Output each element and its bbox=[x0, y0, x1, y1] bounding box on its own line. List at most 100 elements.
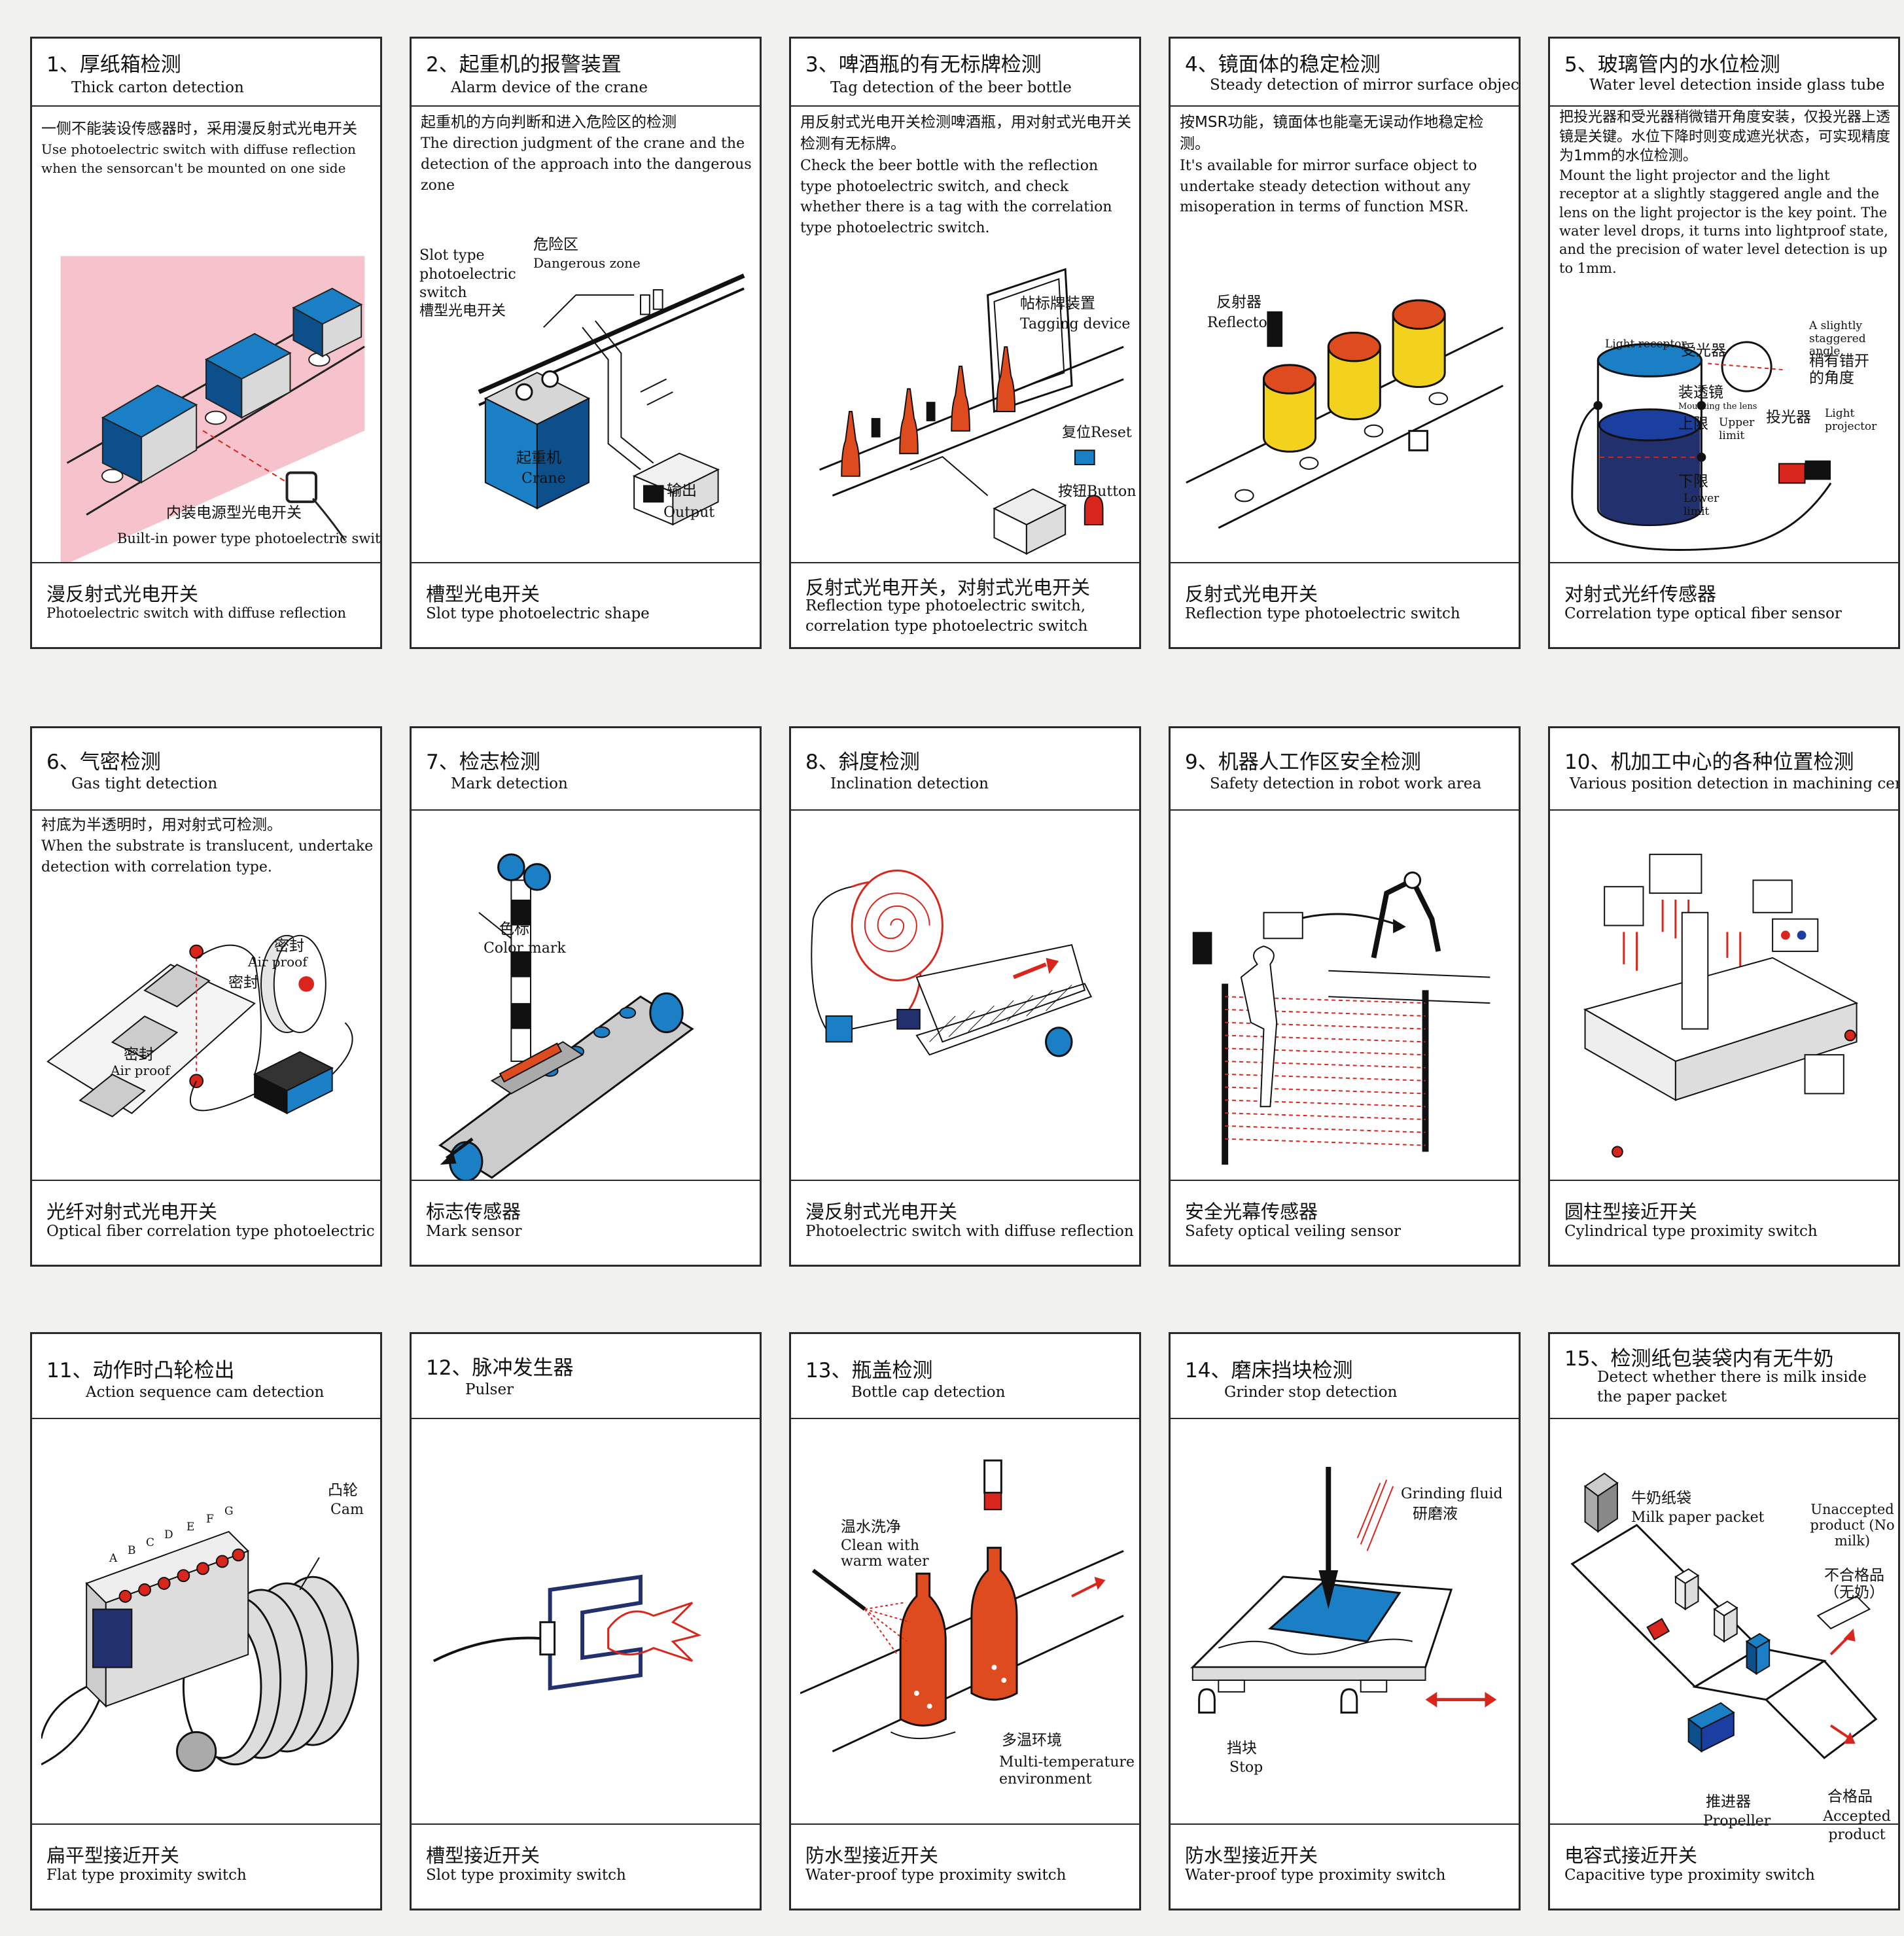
crane-label-en: Crane bbox=[521, 470, 566, 487]
stop-label-en: Stop bbox=[1229, 1759, 1263, 1776]
lens-label-en: Mounting the lens bbox=[1678, 402, 1757, 412]
airproof-label-cn-3: 密封 bbox=[124, 1046, 154, 1063]
airproof-label-cn-2: 密封 bbox=[228, 974, 258, 991]
panel-thick-carton: 1、厚纸箱检测 Thick carton detection 一侧不能装设传感器时… bbox=[30, 37, 382, 649]
accepted-label-en: Accepted product bbox=[1823, 1808, 1891, 1843]
panel-title-en: Bottle cap detection bbox=[851, 1384, 1006, 1401]
cam-letter: C bbox=[146, 1536, 155, 1549]
crane-illustration bbox=[421, 228, 750, 569]
panel-title-en: Water level detection inside glass tube bbox=[1589, 77, 1885, 94]
panel-title-en: Gas tight detection bbox=[71, 775, 218, 792]
panel-title-en: Various position detection in machining … bbox=[1570, 775, 1900, 792]
cam-letter: D bbox=[164, 1528, 173, 1541]
propeller-label-en: Propeller bbox=[1703, 1813, 1771, 1829]
panel-title-cn: 13、瓶盖检测 bbox=[805, 1359, 933, 1382]
danger-zone-label-cn: 危险区 bbox=[533, 236, 578, 253]
panel-title-en: Mark detection bbox=[451, 775, 568, 792]
panel-desc: 衬底为半透明时，用对射式可检测。When the substrate is tr… bbox=[41, 817, 374, 876]
milk-illustration bbox=[1559, 1445, 1889, 1825]
unaccepted-label-cn: 不合格品（无奶） bbox=[1824, 1567, 1884, 1602]
milk-packet-label-cn: 牛奶纸袋 bbox=[1631, 1490, 1691, 1507]
builtin-switch-label-cn: 内装电源型光电开关 bbox=[166, 504, 302, 521]
lens-label-cn: 装透镜 bbox=[1678, 384, 1723, 401]
carton-illustration bbox=[41, 215, 371, 562]
bottle-cap-illustration bbox=[800, 1445, 1130, 1825]
cam-illustration bbox=[41, 1465, 371, 1818]
accepted-label-cn: 合格品 bbox=[1827, 1788, 1873, 1805]
panel-title-en: Action sequence cam detection bbox=[86, 1384, 325, 1401]
pulser-illustration bbox=[421, 1504, 750, 1779]
projector-label-en: Light projector bbox=[1825, 407, 1877, 433]
airproof-label-en-1: Air proof bbox=[248, 954, 308, 970]
inclination-illustration bbox=[800, 846, 1130, 1173]
reflector-label-cn: 反射器 bbox=[1216, 294, 1261, 311]
lower-limit-label-en: Lower limit bbox=[1684, 492, 1719, 518]
panel-title-en: Pulser bbox=[465, 1381, 514, 1398]
panel-title-en: Alarm device of the crane bbox=[451, 79, 648, 96]
tagging-label-cn: 帖标牌装置 bbox=[1020, 295, 1095, 312]
machining-illustration bbox=[1559, 839, 1889, 1180]
cam-letter: A bbox=[109, 1552, 118, 1565]
panel-title-cn: 4、镜面体的稳定检测 bbox=[1185, 53, 1381, 77]
grinder-illustration bbox=[1180, 1452, 1509, 1805]
panel-title-en: Safety detection in robot work area bbox=[1210, 775, 1482, 792]
cam-label-cn: 凸轮 bbox=[328, 1482, 358, 1499]
panel-title-en: Inclination detection bbox=[830, 775, 989, 792]
cam-letter: E bbox=[186, 1521, 195, 1534]
panel-title-en: Grinder stop detection bbox=[1224, 1384, 1398, 1401]
grinding-fluid-label-en: Grinding fluid bbox=[1401, 1486, 1503, 1502]
panel-title-en: Detect whether there is milk inside the … bbox=[1597, 1369, 1867, 1405]
panel-desc: 按MSR功能，镜面体也能毫无误动作地稳定检测。It's available fo… bbox=[1180, 114, 1484, 216]
beer-illustration bbox=[800, 255, 1130, 569]
panel-title-cn: 3、啤酒瓶的有无标牌检测 bbox=[805, 53, 1042, 77]
builtin-switch-label-en: Built-in power type photoelectric switch bbox=[117, 531, 382, 546]
tagging-label-en: Tagging device bbox=[1020, 316, 1131, 332]
multi-temp-label-cn: 多温环境 bbox=[1002, 1732, 1062, 1749]
gas-tight-illustration bbox=[41, 892, 371, 1180]
panel-title-cn: 14、磨床挡块检测 bbox=[1185, 1359, 1353, 1382]
cam-label-en: Cam bbox=[330, 1502, 364, 1518]
cam-letter: B bbox=[128, 1544, 136, 1557]
reset-label: 复位Reset bbox=[1062, 425, 1132, 441]
milk-packet-label-en: Milk paper packet bbox=[1631, 1509, 1765, 1526]
mark-illustration bbox=[421, 839, 750, 1180]
panel-title-cn: 15、检测纸包装袋内有无牛奶 bbox=[1564, 1347, 1834, 1371]
panel-title-en: Thick carton detection bbox=[71, 79, 244, 96]
receptor-label-cn: 受光器 bbox=[1681, 342, 1726, 359]
propeller-label-cn: 推进器 bbox=[1706, 1793, 1751, 1810]
panel-grinder-stop: 14、磨床挡块检测 Grinder stop detection Grinding… bbox=[1169, 1332, 1521, 1910]
color-mark-label-en: Color mark bbox=[484, 940, 566, 957]
multi-temp-label-en: Multi-temperature environment bbox=[999, 1754, 1135, 1788]
upper-limit-label-cn: 上限 bbox=[1678, 415, 1708, 432]
panel-title-cn: 10、机加工中心的各种位置检测 bbox=[1564, 750, 1854, 774]
output-label-cn: 输出 bbox=[667, 482, 697, 499]
grinding-fluid-label-cn: 研磨液 bbox=[1413, 1505, 1458, 1522]
receptor-label-en: Light receptor bbox=[1605, 338, 1687, 351]
panel-title-cn: 1、厚纸箱检测 bbox=[46, 53, 181, 77]
panel-title-cn: 9、机器人工作区安全检测 bbox=[1185, 750, 1421, 774]
panel-title-cn: 6、气密检测 bbox=[46, 750, 161, 774]
